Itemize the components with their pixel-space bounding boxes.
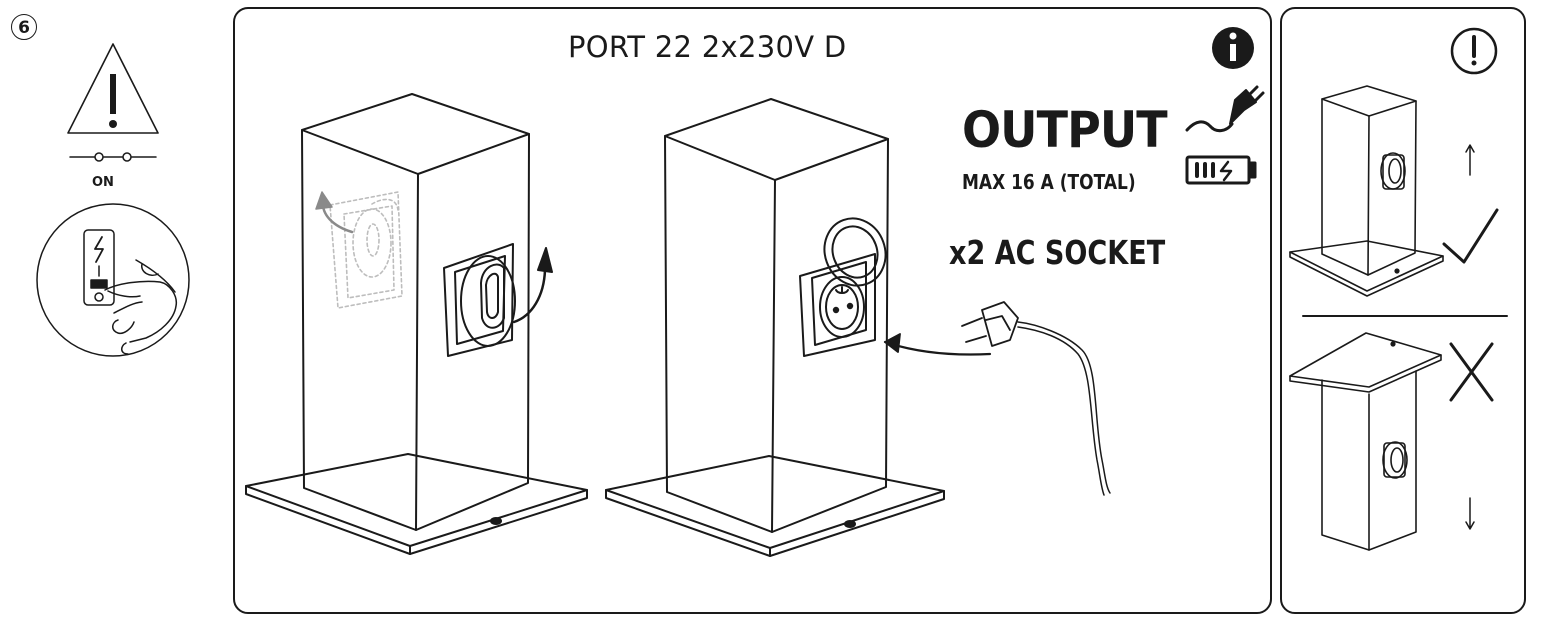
output-label: OUTPUT [962,101,1168,159]
correct-orientation-post [1289,85,1475,297]
plug-icon [1185,85,1265,133]
hand-pressing-switch-icon [36,203,190,357]
socket-count-label: x2 AC SOCKET [949,233,1166,272]
step-number: 6 [11,14,37,40]
max-current-label: MAX 16 A (TOTAL) [962,170,1136,194]
attention-icon [1450,27,1498,75]
warning-triangle-icon [67,43,159,134]
side-panel [1280,7,1526,614]
switch-on-icon [69,152,157,162]
info-icon [1212,27,1254,69]
cross-mark-icon [1449,342,1494,402]
page-title: PORT 22 2x230V D [568,30,847,64]
plug-with-cable [883,301,1111,496]
check-mark-icon [1442,208,1499,264]
bollard-closed-lid [245,93,588,555]
main-panel [233,7,1272,614]
bollard-open-socket [605,98,945,557]
battery-charging-icon [1185,155,1257,185]
wrong-orientation-post [1289,332,1475,551]
switch-on-label: ON [92,175,114,190]
